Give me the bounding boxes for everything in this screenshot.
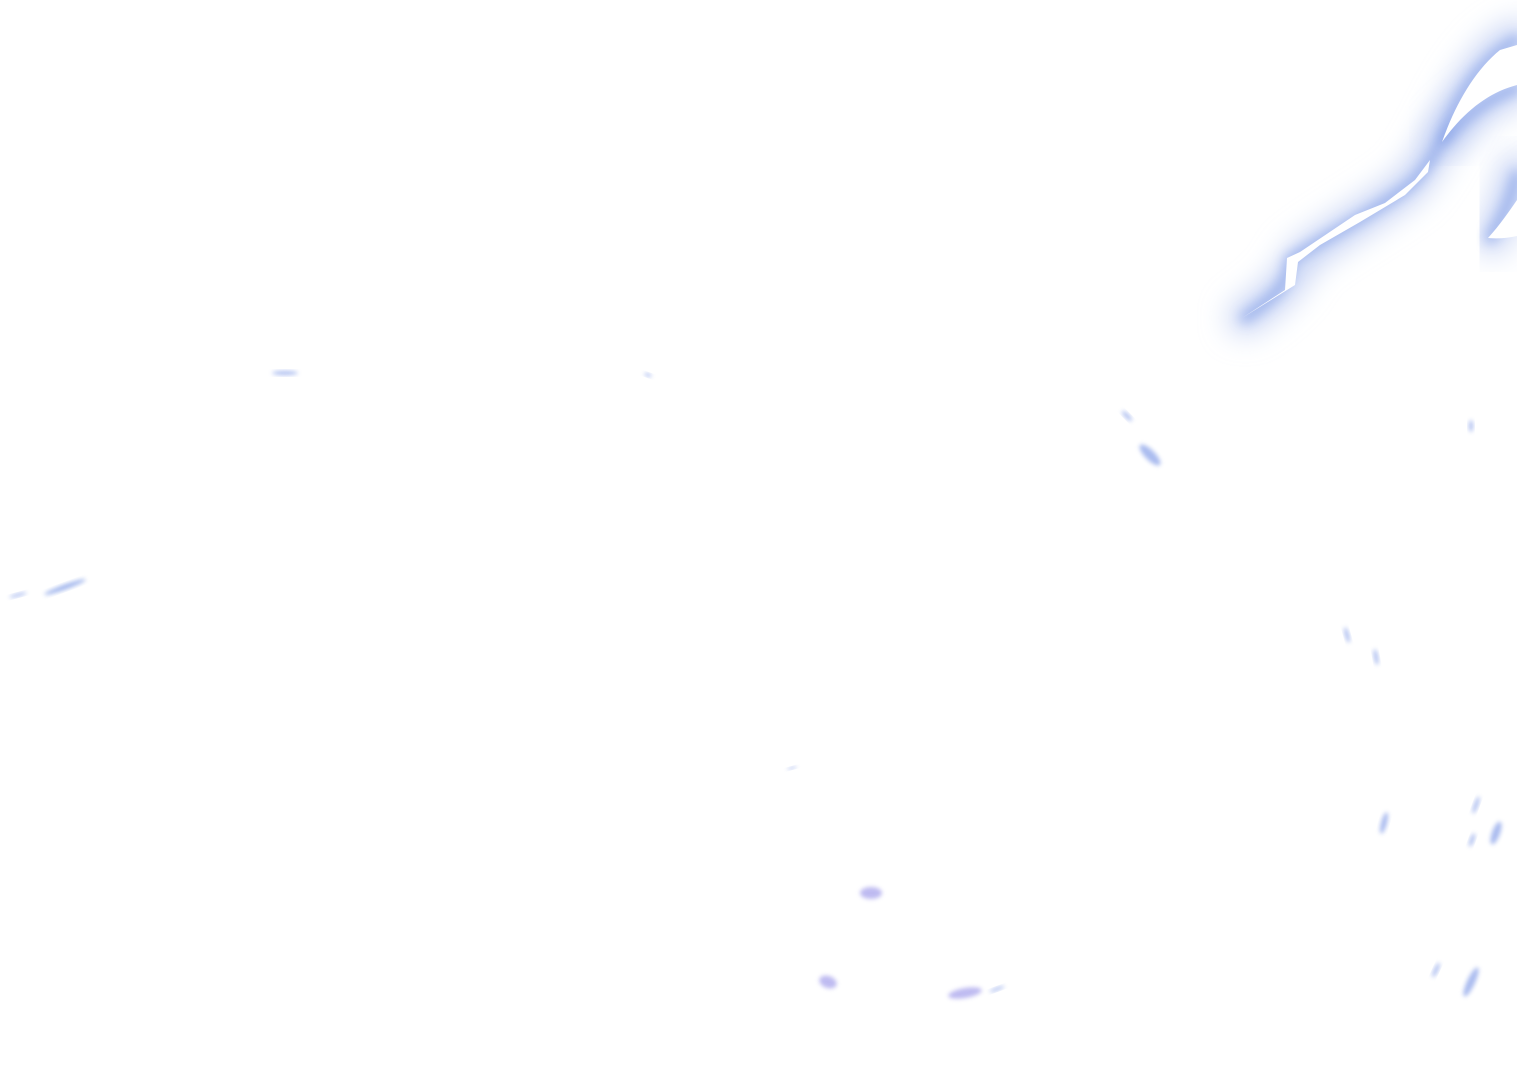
light-particle (860, 887, 882, 899)
light-particle (9, 592, 27, 598)
streak-core-glow-2 (1440, 83, 1517, 145)
light-particle (787, 766, 797, 770)
light-particle (1344, 627, 1350, 643)
light-particle (948, 987, 982, 999)
streak-core-3 (1488, 200, 1517, 239)
streak-core (1242, 160, 1430, 318)
light-particle (1432, 962, 1440, 978)
light-particle (1121, 410, 1133, 422)
light-particle (1463, 967, 1479, 997)
light-particle (989, 985, 1005, 993)
streak-core-2 (1442, 45, 1517, 142)
light-particle (1472, 796, 1480, 814)
light-particle (819, 975, 837, 989)
light-particle (644, 373, 652, 377)
light-particle (1379, 812, 1389, 834)
light-particle (272, 371, 298, 375)
light-particle (1468, 833, 1476, 847)
light-particle (1373, 649, 1379, 665)
light-particle (1139, 444, 1161, 466)
light-particle (44, 579, 86, 595)
particles (9, 371, 1502, 999)
light-particle (1469, 420, 1473, 432)
light-particle (1490, 821, 1502, 845)
light-streak-group (1228, 21, 1517, 335)
